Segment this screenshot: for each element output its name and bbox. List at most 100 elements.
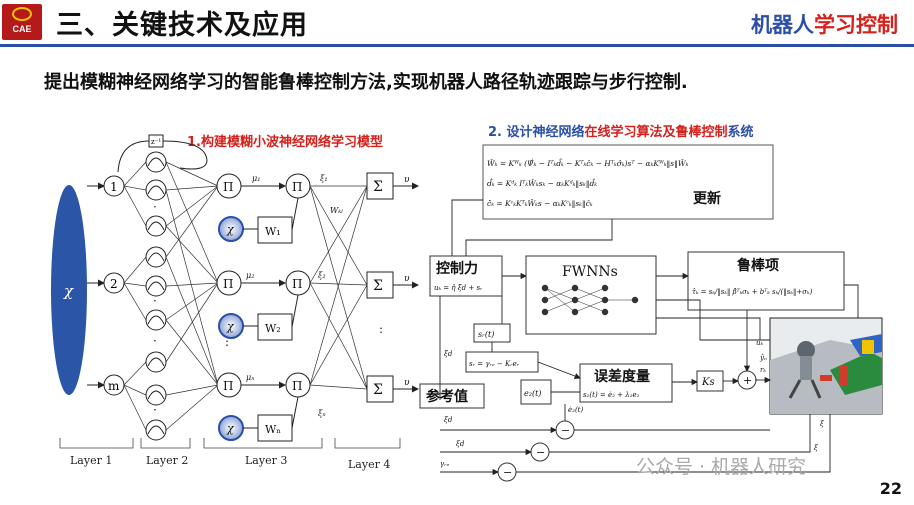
error-metric-box bbox=[579, 363, 673, 403]
right-heading-part-3: 系统 bbox=[728, 124, 754, 140]
svg-text:Σ: Σ bbox=[373, 179, 383, 195]
svg-text:μ₁: μ₁ bbox=[252, 174, 260, 183]
weight-label-1: W₁ bbox=[265, 225, 281, 238]
svg-text:·: · bbox=[153, 294, 157, 308]
fwnn-label: FWNNs bbox=[562, 264, 618, 280]
svg-text:e₂(t): e₂(t) bbox=[524, 389, 541, 398]
weight-label-n: Wₙ bbox=[265, 423, 281, 436]
brand-part-2: 学习控制 bbox=[814, 13, 898, 37]
summing-junctions bbox=[497, 370, 757, 482]
svg-text:Π: Π bbox=[223, 379, 233, 393]
update-law-box bbox=[482, 144, 774, 220]
svg-text:μₙ: μₙ bbox=[246, 373, 254, 382]
left-panel-heading: 1.构建模糊小波神经网络学习模型 bbox=[187, 134, 383, 150]
svg-text:υ: υ bbox=[404, 175, 410, 185]
svg-text:d̂̇ₖ = Kᵈₖ IᵀₖŴₖsₖ − αₖKᵈₖ‖sₖ‖: d̂̇ₖ = Kᵈₖ IᵀₖŴₖsₖ − αₖKᵈₖ‖sₖ‖d̂ₖ bbox=[487, 177, 597, 188]
input-label: χ bbox=[63, 282, 74, 300]
svg-text:Σ: Σ bbox=[373, 382, 383, 398]
robust-term-label: 鲁棒项 bbox=[736, 257, 779, 274]
reference-label: 参考值 bbox=[426, 388, 468, 405]
gaussian-icons bbox=[147, 157, 165, 435]
product-links bbox=[241, 182, 286, 389]
svg-text::: : bbox=[379, 322, 383, 336]
robot-simulation-image bbox=[769, 317, 883, 415]
svg-text:s₂(t) = ė₂ + λ₂e₂: s₂(t) = ė₂ + λ₂e₂ bbox=[583, 391, 640, 399]
pi-symbols: Π Π Π Π Π Π bbox=[223, 180, 302, 393]
slide-header: CAE 三、关键技术及应用 机器人学习控制 bbox=[0, 0, 914, 44]
update-label: 更新 bbox=[693, 190, 721, 207]
svg-text:χ: χ bbox=[226, 223, 235, 236]
svg-text:Π: Π bbox=[292, 277, 302, 291]
right-panel-heading: 2. 设计神经网络在线学习算法及鲁棒控制系统 bbox=[488, 124, 754, 140]
svg-text:ξ₁: ξ₁ bbox=[320, 174, 328, 183]
svg-text:υ: υ bbox=[404, 378, 410, 388]
svg-text:·: · bbox=[153, 200, 157, 214]
brand-title: 机器人学习控制 bbox=[751, 9, 898, 39]
svg-text:sᵣ(t): sᵣ(t) bbox=[478, 330, 494, 339]
svg-text:ξ̈d: ξ̈d bbox=[444, 350, 453, 358]
slide-title: 三、关键技术及应用 bbox=[56, 10, 308, 41]
layer-label-1: Layer 1 bbox=[70, 454, 112, 467]
svg-text:Π: Π bbox=[292, 180, 302, 194]
svg-text:·: · bbox=[153, 334, 157, 348]
header-rule bbox=[0, 44, 914, 47]
svg-text:γᵣₑ: γᵣₑ bbox=[440, 460, 450, 468]
svg-text:ξ̇: ξ̇ bbox=[820, 420, 825, 428]
error-metric-label: 误差度量 bbox=[594, 368, 650, 385]
weight-label-2: W₂ bbox=[265, 322, 281, 335]
recurrent-loop bbox=[162, 140, 208, 170]
layer1-nodes bbox=[87, 175, 125, 396]
svg-text:Π: Π bbox=[292, 379, 302, 393]
svg-text:χ: χ bbox=[226, 320, 235, 333]
watermark: 公众号 · 机器人研究 bbox=[636, 456, 807, 478]
layer-label-3: Layer 3 bbox=[245, 454, 287, 467]
svg-text:rₖ: rₖ bbox=[760, 366, 766, 374]
svg-text:Wₖₗ: Wₖₗ bbox=[330, 206, 343, 215]
right-heading-part-2: 在线学习算法及鲁棒控制 bbox=[585, 124, 728, 140]
signal-flow-lines bbox=[439, 199, 859, 476]
layer2-membership-nodes bbox=[145, 151, 167, 441]
svg-text:χ: χ bbox=[226, 422, 235, 435]
wavelet-units: χ χ χ bbox=[218, 197, 299, 442]
svg-text:τ̂ₖ = sₖ/‖sₖ‖ β̂ᵀₖσₖ + bᵀₖ sₖ/: τ̂ₖ = sₖ/‖sₖ‖ β̂ᵀₖσₖ + bᵀₖ sₖ/(‖sₖ‖+σₖ) bbox=[692, 287, 813, 296]
svg-text:ξₙ: ξₙ bbox=[318, 409, 326, 418]
svg-text:ξ: ξ bbox=[814, 444, 819, 452]
svg-text:uₖ: uₖ bbox=[756, 339, 764, 347]
layer4-sum-nodes bbox=[366, 172, 394, 403]
svg-text::: : bbox=[225, 335, 229, 349]
layer1-node-m-label: m bbox=[108, 379, 120, 393]
svg-text:−: − bbox=[536, 446, 545, 459]
layer1-to-layer2-links bbox=[123, 161, 147, 431]
brand-part-1: 机器人 bbox=[751, 13, 814, 37]
svg-text:ξd: ξd bbox=[456, 440, 465, 448]
reference-box bbox=[419, 383, 485, 409]
page-number: 22 bbox=[879, 479, 902, 498]
svg-text:Σ: Σ bbox=[373, 278, 383, 294]
svg-text:Π: Π bbox=[223, 180, 233, 194]
svg-text:Π: Π bbox=[223, 277, 233, 291]
svg-text:μ₂: μ₂ bbox=[246, 271, 254, 280]
svg-text:ė₂(t): ė₂(t) bbox=[568, 406, 583, 414]
logo-text: CAE bbox=[12, 24, 32, 34]
layer1-node-1-label: 1 bbox=[110, 180, 118, 194]
recurrent-loop-left bbox=[117, 140, 150, 173]
svg-text:ĉ̇ₖ = KᶜₖKᵀₖŴₖs − αₖKᶜₖ‖sₖ‖ĉₖ: ĉ̇ₖ = KᶜₖKᵀₖŴₖs − αₖKᶜₖ‖sₖ‖ĉₖ bbox=[487, 199, 593, 208]
control-force-label: 控制力 bbox=[436, 260, 478, 277]
layer2-to-layer3-links bbox=[165, 161, 219, 431]
svg-text:ŷₙ: ŷₙ bbox=[759, 354, 767, 362]
robust-term-box bbox=[687, 251, 845, 311]
svg-text:ξ̇d: ξ̇d bbox=[444, 416, 453, 424]
svg-text:+: + bbox=[743, 374, 752, 387]
svg-text:·: · bbox=[153, 403, 157, 417]
svg-text:−: − bbox=[561, 424, 570, 437]
layer-label-4: Layer 4 bbox=[348, 458, 390, 471]
globe-icon bbox=[12, 7, 32, 21]
layer-label-2: Layer 2 bbox=[146, 454, 188, 467]
slide-subtitle: 提出模糊神经网络学习的智能鲁棒控制方法,实现机器人路径轨迹跟踪与步行控制. bbox=[44, 72, 688, 93]
fwnn-box bbox=[525, 255, 657, 335]
cae-logo: CAE bbox=[2, 4, 42, 40]
input-ellipse bbox=[51, 185, 87, 395]
svg-text:Ŵ̇ₖ = Kᵂₖ (Ψ̂̇ₖ − Iᵀₖd̂ₖ − Kᵀₖ: Ŵ̇ₖ = Kᵂₖ (Ψ̂̇ₖ − Iᵀₖd̂ₖ − Kᵀₖĉₖ − Hᵀₖσ̂… bbox=[487, 157, 689, 168]
delay-symbol: z⁻¹ bbox=[151, 138, 161, 146]
